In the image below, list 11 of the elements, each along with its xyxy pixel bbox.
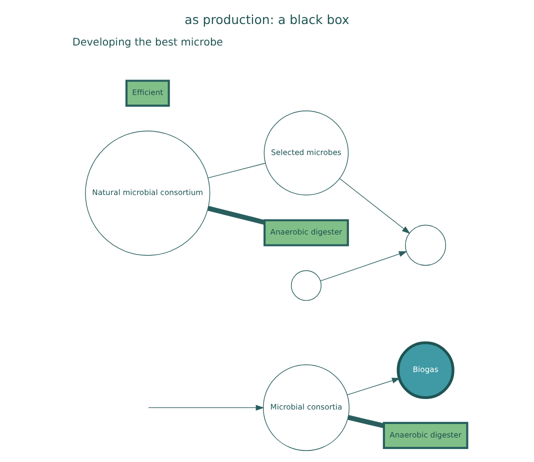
connector xyxy=(208,162,266,178)
connector xyxy=(348,415,384,428)
arrow xyxy=(320,251,408,282)
arrow xyxy=(339,178,410,234)
connector xyxy=(207,206,266,225)
arrow xyxy=(148,404,264,411)
diagram-title: as production: a black box xyxy=(184,12,350,28)
arrow xyxy=(347,378,400,396)
label: Developing the best microbe xyxy=(72,36,223,49)
node-circle xyxy=(290,270,322,301)
node-circle xyxy=(405,224,446,266)
